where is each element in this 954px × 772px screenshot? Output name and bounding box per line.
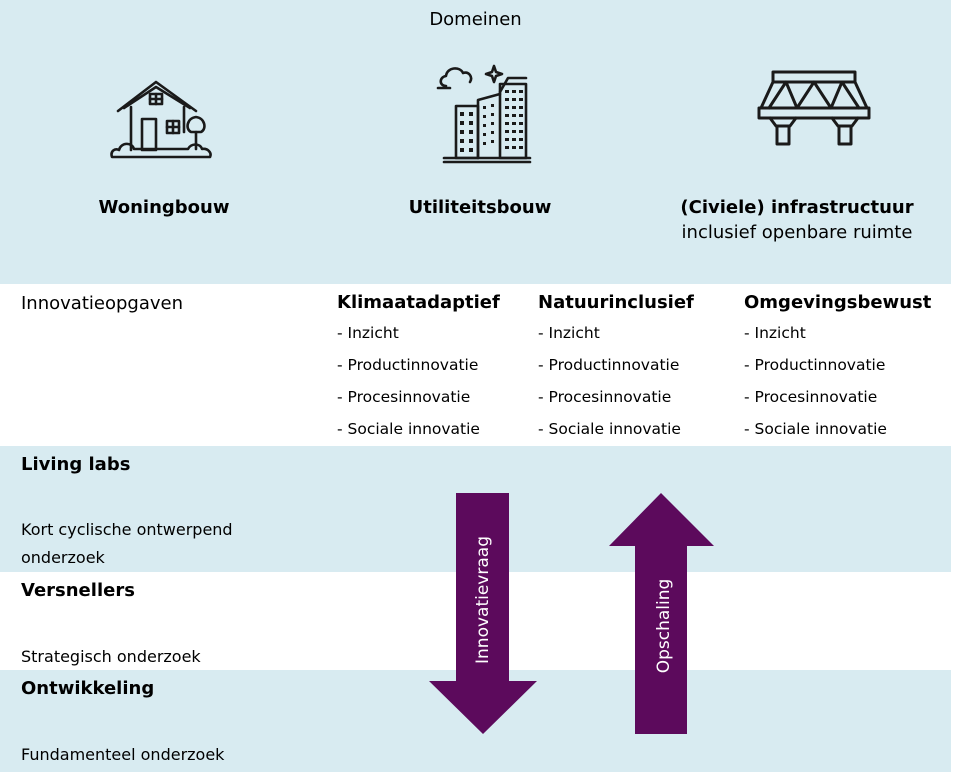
innovation-column-natuurinclusief: Natuurinclusief - Inzicht - Productinnov…	[538, 292, 694, 449]
list-item: - Inzicht	[744, 324, 806, 342]
list-item: - Procesinnovatie	[744, 388, 878, 406]
office-buildings-icon	[436, 64, 532, 164]
house-icon	[110, 80, 212, 159]
list-item: - Sociale innovatie	[744, 420, 887, 438]
domains-band	[0, 0, 951, 284]
down-arrow	[429, 493, 537, 734]
column-title: Natuurinclusief	[538, 292, 694, 313]
domain-woningbouw: Woningbouw	[64, 197, 264, 218]
up-arrow-label: Opschaling	[654, 578, 674, 674]
domain-name: Woningbouw	[98, 197, 230, 218]
bridge-icon	[757, 70, 871, 146]
down-arrow-label: Innovatievraag	[473, 536, 493, 664]
domain-utiliteitsbouw: Utiliteitsbouw	[380, 197, 580, 218]
list-item: - Inzicht	[538, 324, 600, 342]
innovation-column-klimaatadaptief: Klimaatadaptief - Inzicht - Productinnov…	[337, 292, 500, 449]
list-item: - Sociale innovatie	[538, 420, 681, 438]
level-title-living-labs: Living labs	[21, 454, 131, 475]
level-desc-ontwikkeling: Fundamenteel onderzoek	[21, 745, 225, 764]
up-arrow	[609, 493, 714, 734]
domain-infrastructuur: (Civiele) infrastructuur inclusief openb…	[657, 197, 937, 243]
list-item: - Productinnovatie	[538, 356, 680, 374]
column-title: Klimaatadaptief	[337, 292, 500, 313]
innovation-column-omgevingsbewust: Omgevingsbewust - Inzicht - Productinnov…	[744, 292, 931, 449]
domains-title: Domeinen	[429, 9, 522, 30]
list-item: - Procesinnovatie	[337, 388, 471, 406]
level-desc-versnellers: Strategisch onderzoek	[21, 647, 201, 666]
list-item: - Productinnovatie	[337, 356, 479, 374]
column-title: Omgevingsbewust	[744, 292, 932, 313]
level-desc-living-labs: Kort cyclische ontwerpend onderzoek	[21, 520, 233, 567]
domain-name: Utiliteitsbouw	[408, 197, 552, 218]
innovation-label: Innovatieopgaven	[21, 293, 183, 314]
list-item: - Sociale innovatie	[337, 420, 480, 438]
list-item: - Productinnovatie	[744, 356, 886, 374]
domain-name: (Civiele) infrastructuur	[680, 197, 914, 218]
list-item: - Inzicht	[337, 324, 399, 342]
domain-subtitle: inclusief openbare ruimte	[681, 222, 913, 243]
list-item: - Procesinnovatie	[538, 388, 672, 406]
level-title-versnellers: Versnellers	[21, 580, 135, 601]
level-title-ontwikkeling: Ontwikkeling	[21, 678, 155, 699]
